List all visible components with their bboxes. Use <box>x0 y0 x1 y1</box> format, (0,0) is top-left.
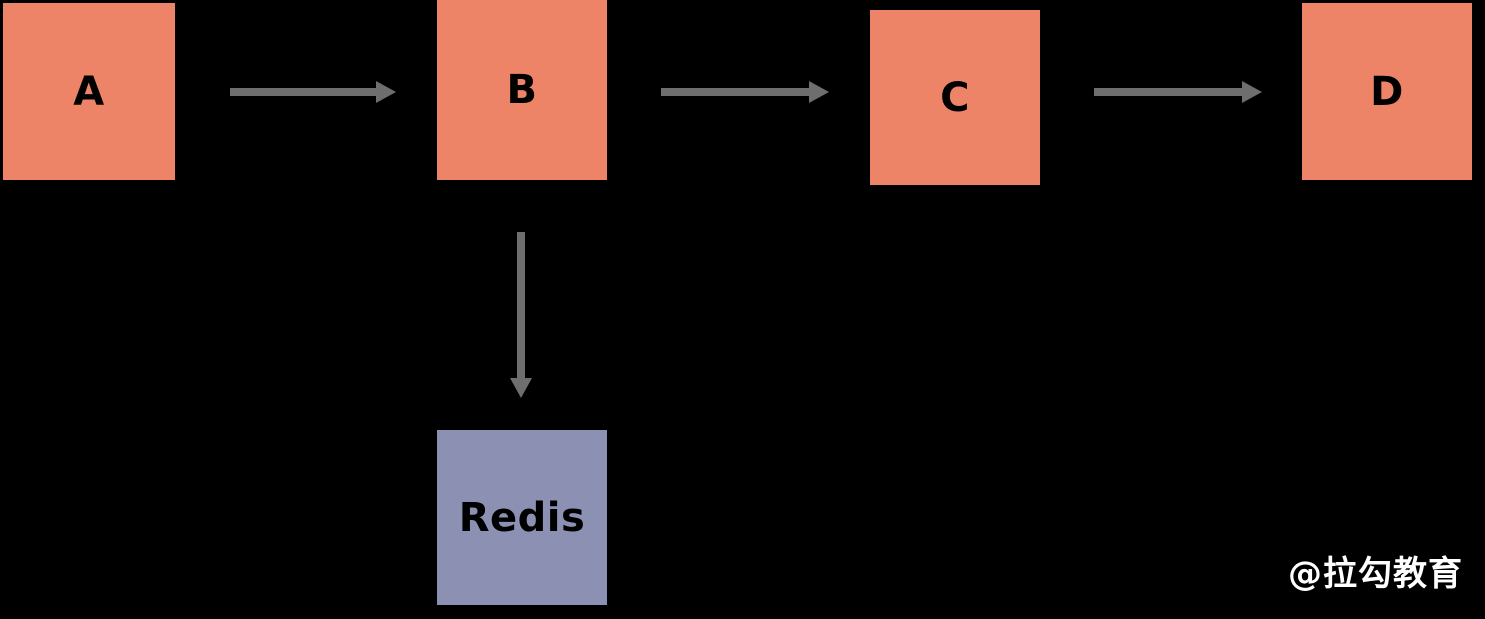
node-b-label: B <box>506 67 538 113</box>
arrow-a-to-b <box>230 78 398 106</box>
arrow-b-to-redis <box>506 232 536 402</box>
node-redis[interactable]: Redis <box>437 430 607 605</box>
node-c-label: C <box>940 74 970 121</box>
arrow-c-to-d <box>1094 78 1264 106</box>
arrow-b-to-c <box>661 78 831 106</box>
node-b[interactable]: B <box>437 0 607 180</box>
node-a-label: A <box>73 68 105 115</box>
watermark: @拉勾教育 <box>1288 554 1463 594</box>
node-d[interactable]: D <box>1302 3 1472 180</box>
node-d-label: D <box>1370 68 1404 115</box>
node-a[interactable]: A <box>3 3 175 180</box>
node-redis-label: Redis <box>458 494 586 541</box>
node-c[interactable]: C <box>870 10 1040 185</box>
